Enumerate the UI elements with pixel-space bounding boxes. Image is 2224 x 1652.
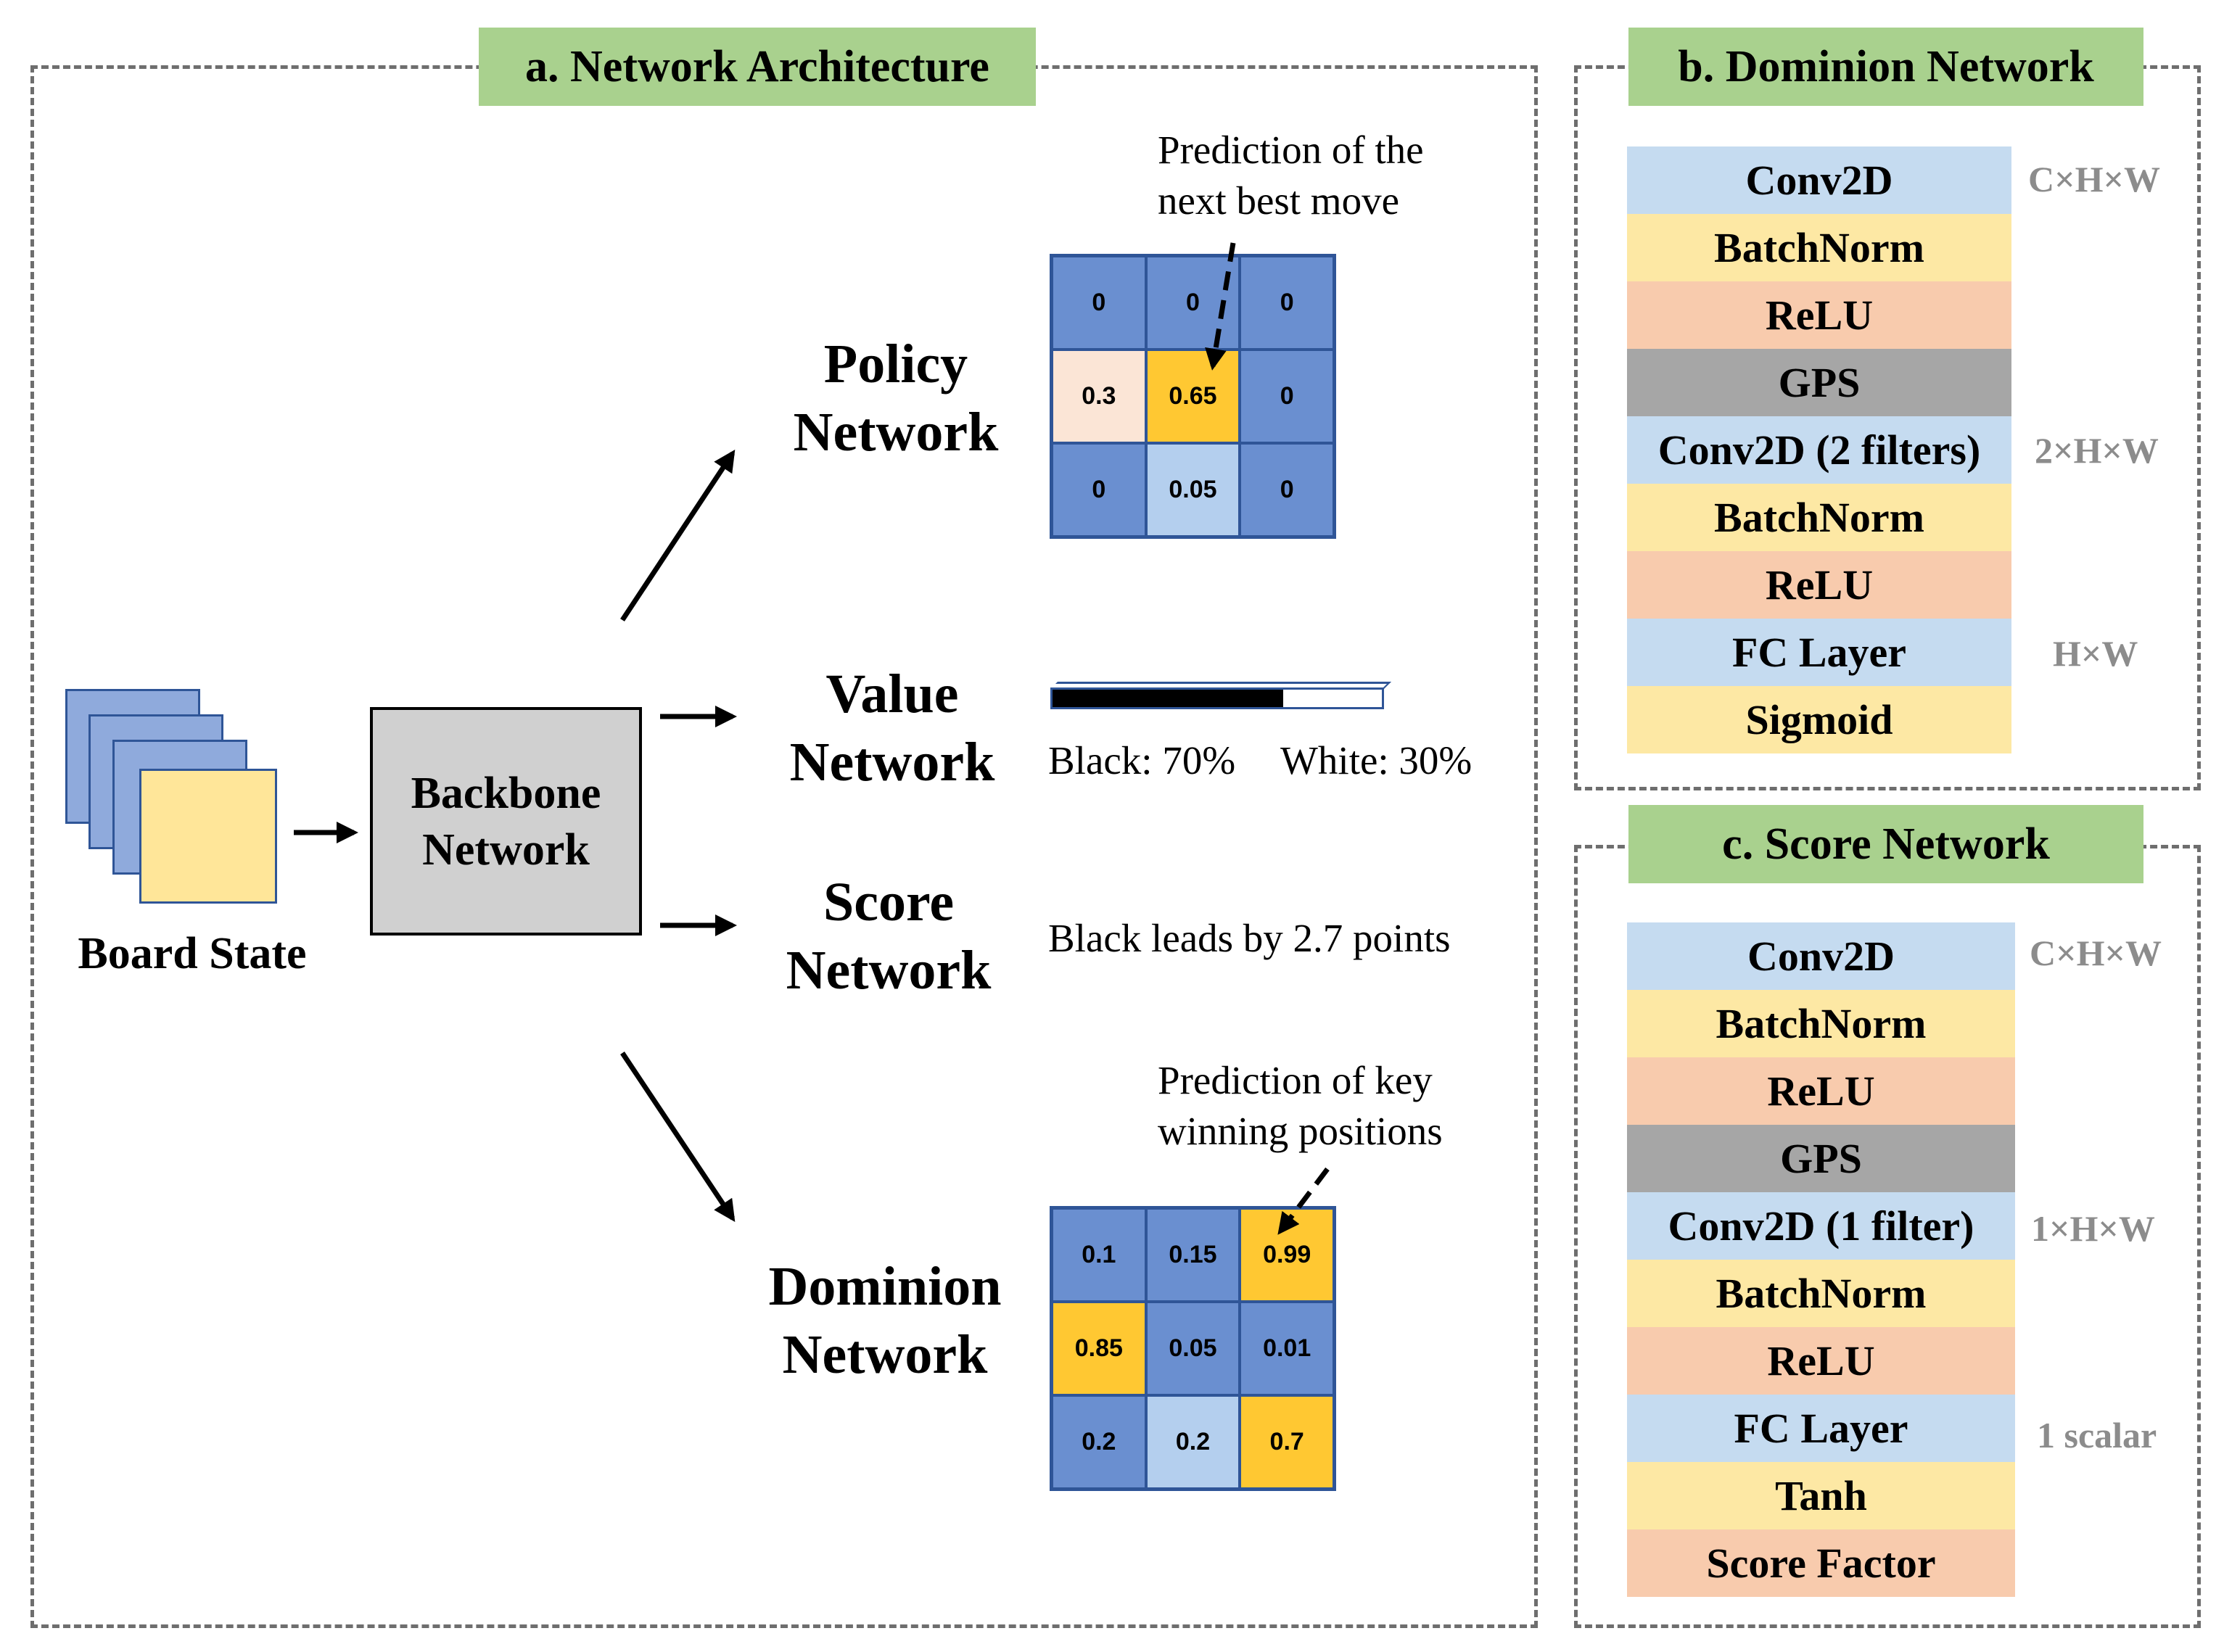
board-state-label: Board State	[78, 929, 307, 978]
score-layer: Score Factor	[1627, 1529, 2015, 1597]
dominion-note-pointer	[1277, 1167, 1330, 1235]
dominion-grid-cell: 0.15	[1145, 1208, 1240, 1302]
dominion-grid-cell: 0.85	[1052, 1302, 1146, 1395]
score-layer: Conv2D	[1627, 922, 2015, 990]
score-layer: BatchNorm	[1627, 990, 2015, 1057]
score-dim-1: C×H×W	[2030, 933, 2162, 973]
score-layer: ReLU	[1627, 1327, 2015, 1395]
arrow-to-dominion	[620, 1052, 736, 1222]
dominion-grid-cell: 0.01	[1240, 1302, 1334, 1395]
score-layer: Tanh	[1627, 1462, 2015, 1529]
dominion-dim-3: H×W	[2053, 633, 2138, 674]
policy-grid-cell: 0	[1052, 256, 1146, 350]
arrow-to-policy	[620, 449, 736, 621]
policy-grid-cell: 0.05	[1145, 443, 1240, 537]
dominion-layer: Conv2D	[1627, 146, 2011, 214]
value-bar-black-fill	[1053, 690, 1283, 707]
dominion-layer: Conv2D (2 filters)	[1627, 416, 2011, 484]
policy-note-pointer	[1205, 242, 1236, 371]
score-layer: ReLU	[1627, 1057, 2015, 1125]
score-layer: FC Layer	[1627, 1395, 2015, 1462]
panel-b-title: b. Dominion Network	[1628, 28, 2143, 106]
policy-grid-cell: 0	[1240, 350, 1334, 443]
dominion-grid-cell: 0.2	[1052, 1395, 1146, 1489]
score-layer: GPS	[1627, 1125, 2015, 1192]
value-black-text: Black: 70%	[1048, 738, 1236, 782]
dominion-dim-1: C×H×W	[2028, 159, 2160, 199]
policy-grid-cell: 0	[1052, 443, 1146, 537]
dominion-layer: GPS	[1627, 349, 2011, 416]
board-plane-4	[139, 769, 277, 904]
backbone-label-line-1: Backbone	[411, 768, 601, 818]
panel-a-title: a. Network Architecture	[479, 28, 1036, 106]
dominion-grid-cell: 0.2	[1145, 1395, 1240, 1489]
policy-grid-cell: 0	[1240, 443, 1334, 537]
dominion-dim-2: 2×H×W	[2035, 430, 2159, 471]
dominion-layer: BatchNorm	[1627, 214, 2011, 281]
value-bar	[1050, 687, 1384, 709]
score-layer: Conv2D (1 filter)	[1627, 1192, 2015, 1260]
panel-c-title: c. Score Network	[1628, 805, 2143, 883]
dominion-layer: ReLU	[1627, 551, 2011, 619]
backbone-box: Backbone Network	[370, 707, 642, 936]
dominion-grid-cell: 0.05	[1145, 1302, 1240, 1395]
policy-grid-cell: 0	[1145, 256, 1240, 350]
dominion-grid-cell: 0.7	[1240, 1395, 1334, 1489]
backbone-label-line-2: Network	[422, 825, 590, 875]
score-dim-2: 1×H×W	[2031, 1208, 2155, 1249]
dominion-layer: Sigmoid	[1627, 686, 2011, 753]
policy-grid-cell: 0.3	[1052, 350, 1146, 443]
score-dim-3: 1 scalar	[2037, 1415, 2157, 1455]
dominion-layer: FC Layer	[1627, 619, 2011, 686]
dominion-grid-cell: 0.99	[1240, 1208, 1334, 1302]
score-layer: BatchNorm	[1627, 1260, 2015, 1327]
dominion-grid-cell: 0.1	[1052, 1208, 1146, 1302]
dominion-layer: BatchNorm	[1627, 484, 2011, 551]
value-white-text: White: 30%	[1280, 738, 1473, 782]
dominion-layer: ReLU	[1627, 281, 2011, 349]
policy-grid-cell: 0	[1240, 256, 1334, 350]
score-text: Black leads by 2.7 points	[1048, 916, 1451, 960]
